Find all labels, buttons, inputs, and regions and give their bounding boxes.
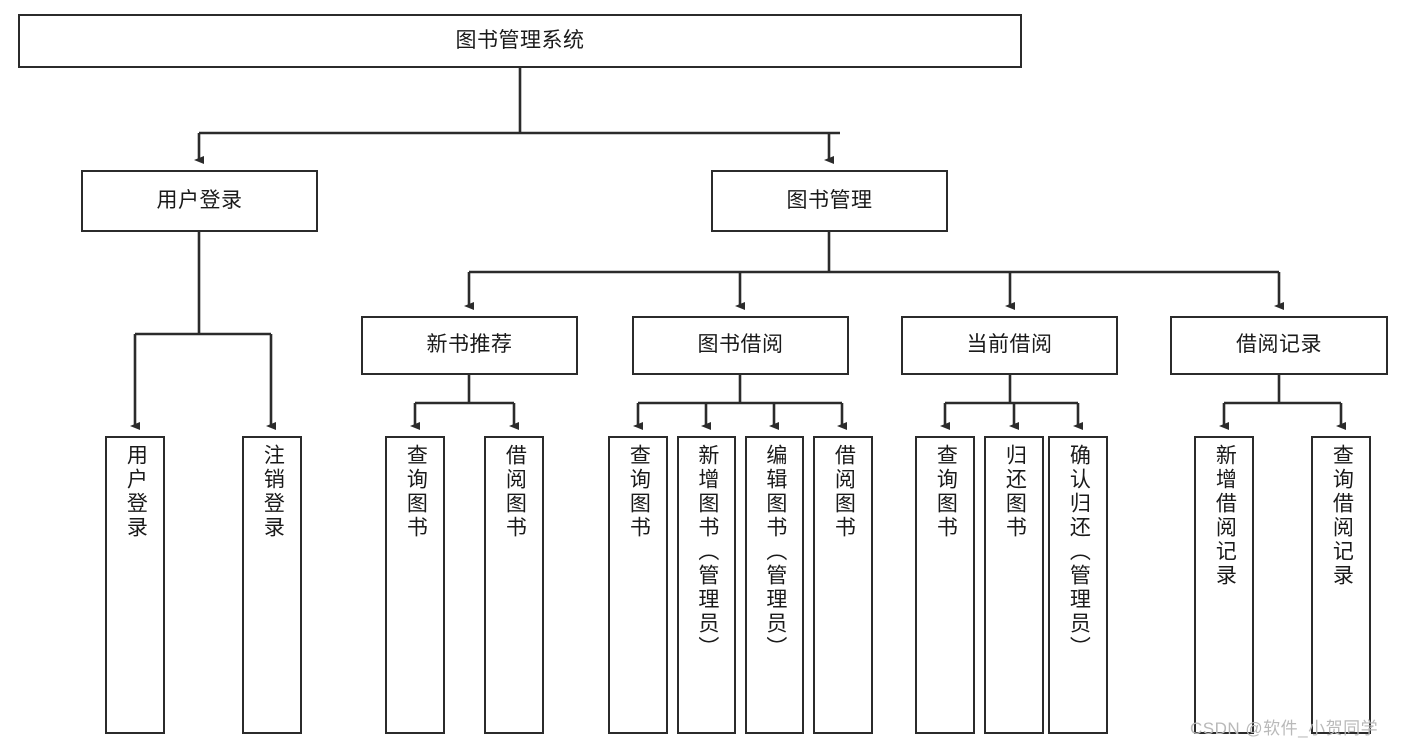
leaf-book-borrow-add-book-admin[interactable]: 新增图书（管理员） [677,436,736,734]
node-label: 借阅记录 [1236,333,1322,357]
leaf-user-login-login[interactable]: 用户登录 [105,436,165,734]
node-label: 新书推荐 [426,333,513,357]
node-user-login[interactable]: 用户登录 [81,170,318,232]
node-label: 图书借阅 [697,333,784,357]
leaf-current-borrow-confirm-return-admin[interactable]: 确认归还（管理员） [1048,436,1108,734]
leaf-book-borrow-borrow-book[interactable]: 借阅图书 [813,436,873,734]
node-label: 查询图书 [404,444,428,540]
node-label: 图书管理系统 [455,28,585,52]
node-borrow-record[interactable]: 借阅记录 [1170,316,1388,375]
node-label: 查询图书 [627,444,651,540]
leaf-book-borrow-query-book[interactable]: 查询图书 [608,436,668,734]
node-book-borrow[interactable]: 图书借阅 [632,316,849,375]
node-label: 当前借阅 [966,333,1053,357]
node-label: 查询图书 [934,444,958,540]
node-label: 借阅图书 [832,444,856,540]
node-book-management[interactable]: 图书管理 [711,170,948,232]
node-label: 归还图书 [1003,444,1027,540]
node-label: 用户登录 [156,188,243,212]
watermark: CSDN @软件_小贺同学 [1190,719,1379,738]
node-current-borrow[interactable]: 当前借阅 [901,316,1118,375]
node-label: 编辑图书（管理员） [763,444,787,660]
node-root-book-management-system[interactable]: 图书管理系统 [18,14,1022,68]
node-label: 查询借阅记录 [1330,444,1354,588]
leaf-user-login-logout[interactable]: 注销登录 [242,436,302,734]
node-label: 图书管理 [786,188,873,212]
node-label: 新增图书（管理员） [695,444,719,660]
leaf-book-borrow-edit-book-admin[interactable]: 编辑图书（管理员） [745,436,804,734]
node-label: 用户登录 [124,444,148,540]
leaf-borrow-record-add-record[interactable]: 新增借阅记录 [1194,436,1254,734]
leaf-borrow-record-query-record[interactable]: 查询借阅记录 [1311,436,1371,734]
node-label: 借阅图书 [503,444,527,540]
leaf-current-borrow-query-book[interactable]: 查询图书 [915,436,975,734]
leaf-new-book-borrow-book[interactable]: 借阅图书 [484,436,544,734]
node-label: 确认归还（管理员） [1067,444,1091,660]
leaf-current-borrow-return-book[interactable]: 归还图书 [984,436,1044,734]
node-new-book-recommend[interactable]: 新书推荐 [361,316,578,375]
node-label: 新增借阅记录 [1213,444,1237,588]
leaf-new-book-query-book[interactable]: 查询图书 [385,436,445,734]
node-label: 注销登录 [261,444,285,540]
